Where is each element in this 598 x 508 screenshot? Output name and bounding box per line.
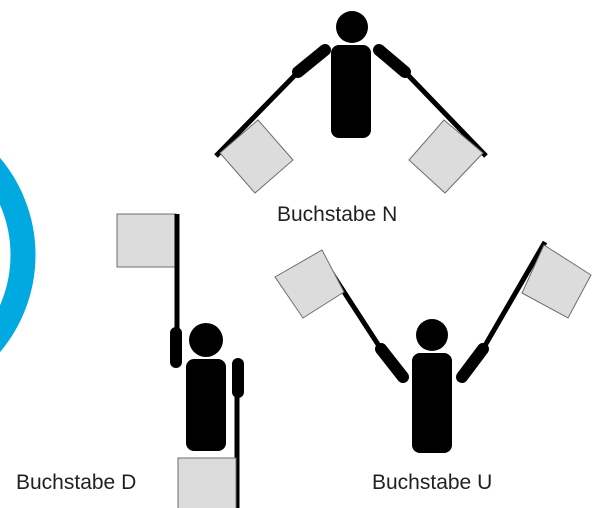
caption-buchstabe-n: Buchstabe N xyxy=(277,203,398,226)
right-flag-pole xyxy=(480,240,548,351)
figure-buchstabe-n xyxy=(214,11,488,194)
person-head xyxy=(416,319,448,351)
person-head xyxy=(189,323,223,357)
caption-buchstabe-d: Buchstabe D xyxy=(16,471,137,494)
person-head xyxy=(336,11,368,43)
left-arm xyxy=(375,343,409,383)
left-flag-pole xyxy=(214,70,300,158)
person-torso xyxy=(186,359,226,451)
flag-icon xyxy=(274,249,345,319)
person-torso xyxy=(412,353,452,453)
left-arm xyxy=(292,44,331,78)
flag-icon xyxy=(521,244,592,319)
flag-icon xyxy=(116,213,177,268)
flag-icon xyxy=(408,119,484,194)
person-torso xyxy=(331,45,371,138)
figure-buchstabe-u xyxy=(274,240,592,453)
right-arm xyxy=(456,343,489,383)
right-flag-pole xyxy=(403,70,488,158)
caption-buchstabe-u: Buchstabe U xyxy=(372,471,493,494)
figure-buchstabe-d xyxy=(116,213,244,508)
flag-icon xyxy=(219,119,294,194)
flag-icon xyxy=(177,457,237,508)
blue-ring-decoration xyxy=(0,157,36,353)
right-arm xyxy=(373,44,411,78)
